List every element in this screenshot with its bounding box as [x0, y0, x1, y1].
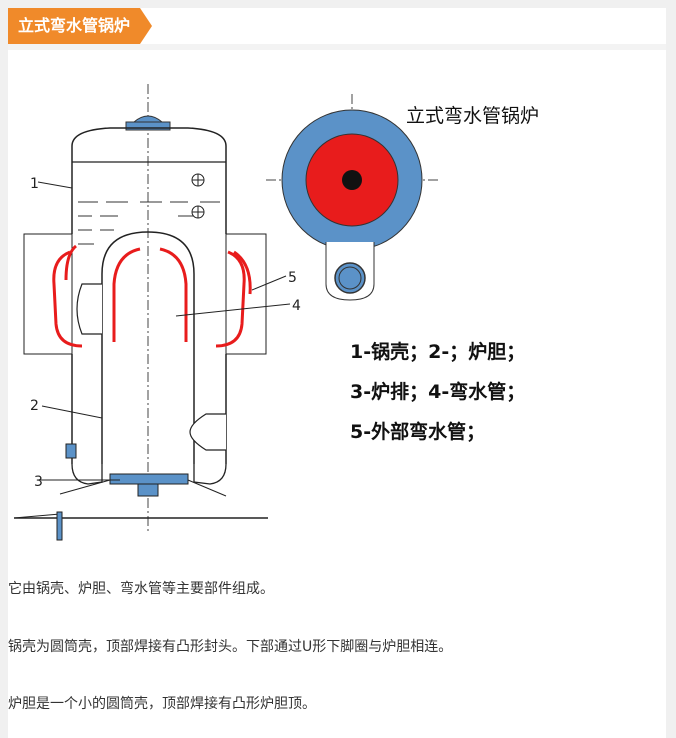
ash-pit-tube: [56, 511, 63, 541]
right-wall: [225, 233, 267, 355]
right-foot: [193, 463, 227, 485]
left-foot: [71, 463, 103, 485]
grate: [109, 473, 189, 485]
left-bulge: [76, 283, 102, 335]
dome-cap: [132, 115, 164, 123]
flue-center: [342, 170, 362, 190]
top-nozzle: [125, 121, 171, 131]
boiler-shell-top: [71, 127, 227, 162]
legend-line-3: 5-外部弯水管；: [350, 420, 485, 443]
label-2: 2: [30, 398, 39, 414]
legend-line-2: 3-炉排；4-弯水管；: [350, 380, 525, 403]
legend-line-1: 1-锅壳；2-；炉胆；: [350, 340, 525, 363]
label-3: 3: [34, 474, 43, 490]
furnace-arch: [101, 231, 195, 364]
valve-icon: [191, 173, 205, 219]
small-port: [65, 443, 77, 459]
paragraph-1: 它由锅壳、炉胆、弯水管等主要部件组成。: [8, 581, 274, 597]
label-4: 4: [292, 298, 301, 314]
leader-lines: [37, 181, 291, 481]
paragraph-3: 炉胆是一个小的圆筒壳，顶部焊接有凸形炉胆顶。: [8, 696, 316, 712]
curved-water-tubes: [52, 244, 252, 348]
paragraph-2: 锅壳为圆筒壳，顶部焊接有凸形封头。下部通过U形下脚圈与炉胆相连。: [8, 639, 453, 655]
section-title-tag: 立式弯水管锅炉: [8, 8, 152, 44]
label-1: 1: [30, 176, 39, 192]
grate-support: [137, 483, 159, 497]
fire-door: [189, 413, 226, 451]
boiler-diagram: 1 2 3 4 5 立式弯水管锅炉 1-锅壳；2-；炉胆； 3-炉排；4-弯水管…: [13, 84, 539, 541]
header-divider: [8, 44, 666, 50]
diagram-title: 立式弯水管锅炉: [406, 105, 539, 127]
water-level-lines: [78, 201, 220, 245]
label-5: 5: [288, 270, 297, 286]
left-wall: [23, 233, 73, 355]
